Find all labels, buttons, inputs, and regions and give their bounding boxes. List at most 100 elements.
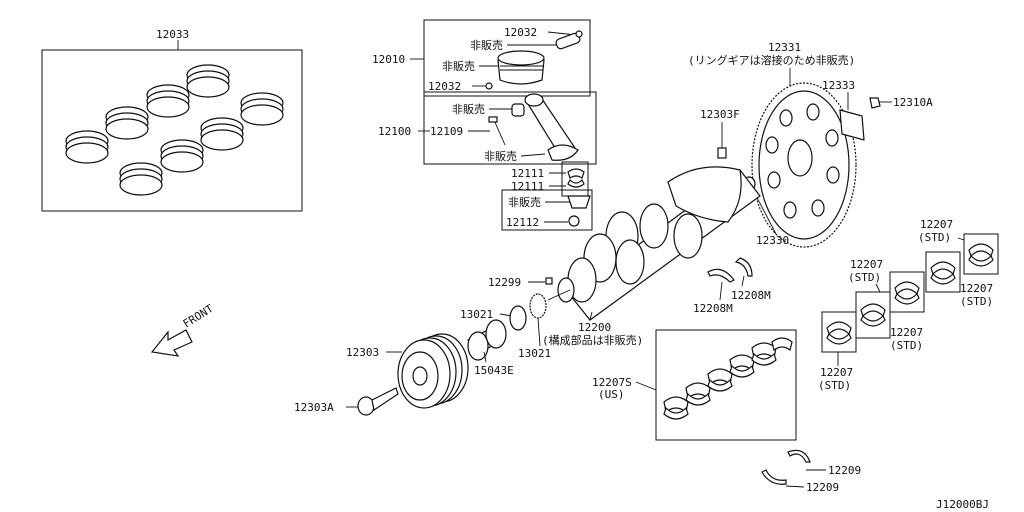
- label-hanbai-piston[interactable]: 非販売: [442, 60, 475, 73]
- connecting-rod-group: 12100 非販売 12109 非販売: [378, 91, 597, 165]
- rod-box: [423, 91, 597, 165]
- snap-ring-bottom[interactable]: [485, 82, 493, 90]
- piston[interactable]: [497, 50, 545, 85]
- main-bearing-std-group: 12207 (STD) 12207 (STD) 12207 (STD) 1220…: [818, 218, 999, 392]
- label-12207-2-std[interactable]: (STD): [960, 295, 993, 308]
- label-12207-2[interactable]: 12207: [960, 282, 993, 295]
- front-label: FRONT: [181, 302, 216, 331]
- main-bearing-box-2: [855, 291, 891, 339]
- crank-spacer[interactable]: [466, 319, 507, 361]
- label-12330[interactable]: 12330: [756, 234, 789, 247]
- rod-bearing-box: [561, 161, 589, 197]
- label-12207-1-std[interactable]: (STD): [918, 231, 951, 244]
- thrust-bearing-upper[interactable]: [707, 268, 735, 283]
- label-12207-4-std[interactable]: (STD): [890, 339, 923, 352]
- piston-ring-stack[interactable]: [65, 64, 284, 196]
- piston-ring-set-box: [41, 49, 303, 212]
- label-12299[interactable]: 12299: [488, 276, 521, 289]
- rod-nut[interactable]: [568, 215, 580, 227]
- crank-pulley[interactable]: [397, 333, 469, 409]
- main-bearing-box-1: [821, 311, 857, 353]
- label-13021-bottom[interactable]: 13021: [518, 347, 551, 360]
- label-12303A[interactable]: 12303A: [294, 401, 334, 414]
- label-12200-note[interactable]: (構成部品は非販売): [542, 333, 643, 347]
- label-12112[interactable]: 12112: [506, 216, 539, 229]
- rod-bearing-lower[interactable]: [567, 178, 585, 188]
- label-hanbai-rod[interactable]: 非販売: [452, 103, 485, 116]
- piston-group: 12010 12032 非販売 非販売 12032: [372, 19, 591, 97]
- label-12111-a[interactable]: 12111: [511, 167, 544, 180]
- piston-box: [423, 19, 591, 97]
- reinforcement-plate[interactable]: [839, 109, 865, 141]
- label-15043E[interactable]: 15043E: [474, 364, 514, 377]
- rod-bearing-group: 12111 12111 非販売 12112: [501, 161, 593, 231]
- main-bearing-box-3: [889, 271, 925, 313]
- main-bearing-box-5: [963, 233, 999, 275]
- label-12200[interactable]: 12200: [578, 321, 611, 334]
- thrust-bearing-lower[interactable]: [734, 257, 753, 277]
- thrust-washer-b[interactable]: [761, 469, 787, 485]
- label-12333[interactable]: 12333: [822, 79, 855, 92]
- label-12207S-note[interactable]: (US): [598, 388, 625, 401]
- crank-sprocket-a[interactable]: [509, 305, 527, 331]
- main-bearing-us-set[interactable]: [663, 337, 793, 420]
- label-12032-bottom[interactable]: 12032: [428, 80, 461, 93]
- diagram-code: J12000BJ: [936, 498, 989, 511]
- main-bearing-us-group: 12207S (US): [592, 329, 797, 441]
- thrust-washer-group: 12209 12209: [761, 449, 861, 494]
- label-12207-4[interactable]: 12207: [890, 326, 923, 339]
- drive-plate[interactable]: [751, 82, 857, 248]
- label-12207-3[interactable]: 12207: [850, 258, 883, 271]
- rod-cap[interactable]: [567, 195, 591, 209]
- label-12209-a[interactable]: 12209: [828, 464, 861, 477]
- label-12331-note[interactable]: (リングギアは溶接のため非販売): [688, 53, 855, 67]
- rod-bearing-upper[interactable]: [567, 168, 585, 179]
- main-bearing-us-box: [655, 329, 797, 441]
- label-12111-b[interactable]: 12111: [511, 180, 544, 193]
- label-12207-5[interactable]: 12207: [820, 366, 853, 379]
- label-12207-5-std[interactable]: (STD): [818, 379, 851, 392]
- label-hanbai-bolt[interactable]: 非販売: [508, 196, 541, 209]
- rod-bolt[interactable]: [488, 116, 506, 146]
- crank-sprocket-b[interactable]: [529, 293, 547, 319]
- rod-bolt-box: [501, 189, 593, 231]
- label-12303F[interactable]: 12303F: [700, 108, 740, 121]
- main-bearing-std-1[interactable]: [826, 321, 852, 345]
- main-bearing-std-2[interactable]: [860, 303, 886, 327]
- label-12100[interactable]: 12100: [378, 125, 411, 138]
- label-12310A[interactable]: 12310A: [893, 96, 933, 109]
- crankshaft-group: 12303F 12330 12200 (構成部品は非販売) 12299 1220…: [488, 108, 789, 347]
- label-12207-1[interactable]: 12207: [920, 218, 953, 231]
- label-12010[interactable]: 12010: [372, 53, 405, 66]
- thrust-washer-a[interactable]: [787, 449, 811, 463]
- label-12303[interactable]: 12303: [346, 346, 379, 359]
- piston-ring-set-group: 12033: [41, 28, 303, 212]
- drive-plate-bolt[interactable]: [869, 97, 881, 109]
- main-bearing-std-5[interactable]: [968, 243, 994, 267]
- label-hanbai-pin[interactable]: 非販売: [470, 39, 503, 52]
- crank-key[interactable]: [545, 277, 553, 285]
- snap-ring-top[interactable]: [575, 30, 583, 38]
- label-12207S[interactable]: 12207S: [592, 376, 632, 389]
- front-pulley-group: 13021 13021 15043E 12303 12303A: [294, 293, 551, 416]
- label-12033[interactable]: 12033: [156, 28, 189, 41]
- main-bearing-std-4[interactable]: [930, 261, 956, 285]
- connecting-rod[interactable]: [511, 93, 579, 161]
- main-bearing-std-3[interactable]: [894, 281, 920, 305]
- label-12208M-a[interactable]: 12208M: [731, 289, 771, 302]
- label-12207-3-std[interactable]: (STD): [848, 271, 881, 284]
- drive-plate-group: 12331 (リングギアは溶接のため非販売) 12333 12310A: [688, 41, 933, 248]
- crankshaft[interactable]: [547, 166, 761, 321]
- label-12208M-b[interactable]: 12208M: [693, 302, 733, 315]
- label-hanbai-cap[interactable]: 非販売: [484, 150, 517, 163]
- label-12032-top[interactable]: 12032: [504, 26, 537, 39]
- pulley-bolt[interactable]: [357, 387, 399, 416]
- front-direction-arrow: FRONT: [150, 302, 216, 357]
- label-12209-b[interactable]: 12209: [806, 481, 839, 494]
- label-12331[interactable]: 12331: [768, 41, 801, 54]
- pilot-bushing[interactable]: [717, 147, 727, 159]
- label-12109[interactable]: 12109: [430, 125, 463, 138]
- label-13021-top[interactable]: 13021: [460, 308, 493, 321]
